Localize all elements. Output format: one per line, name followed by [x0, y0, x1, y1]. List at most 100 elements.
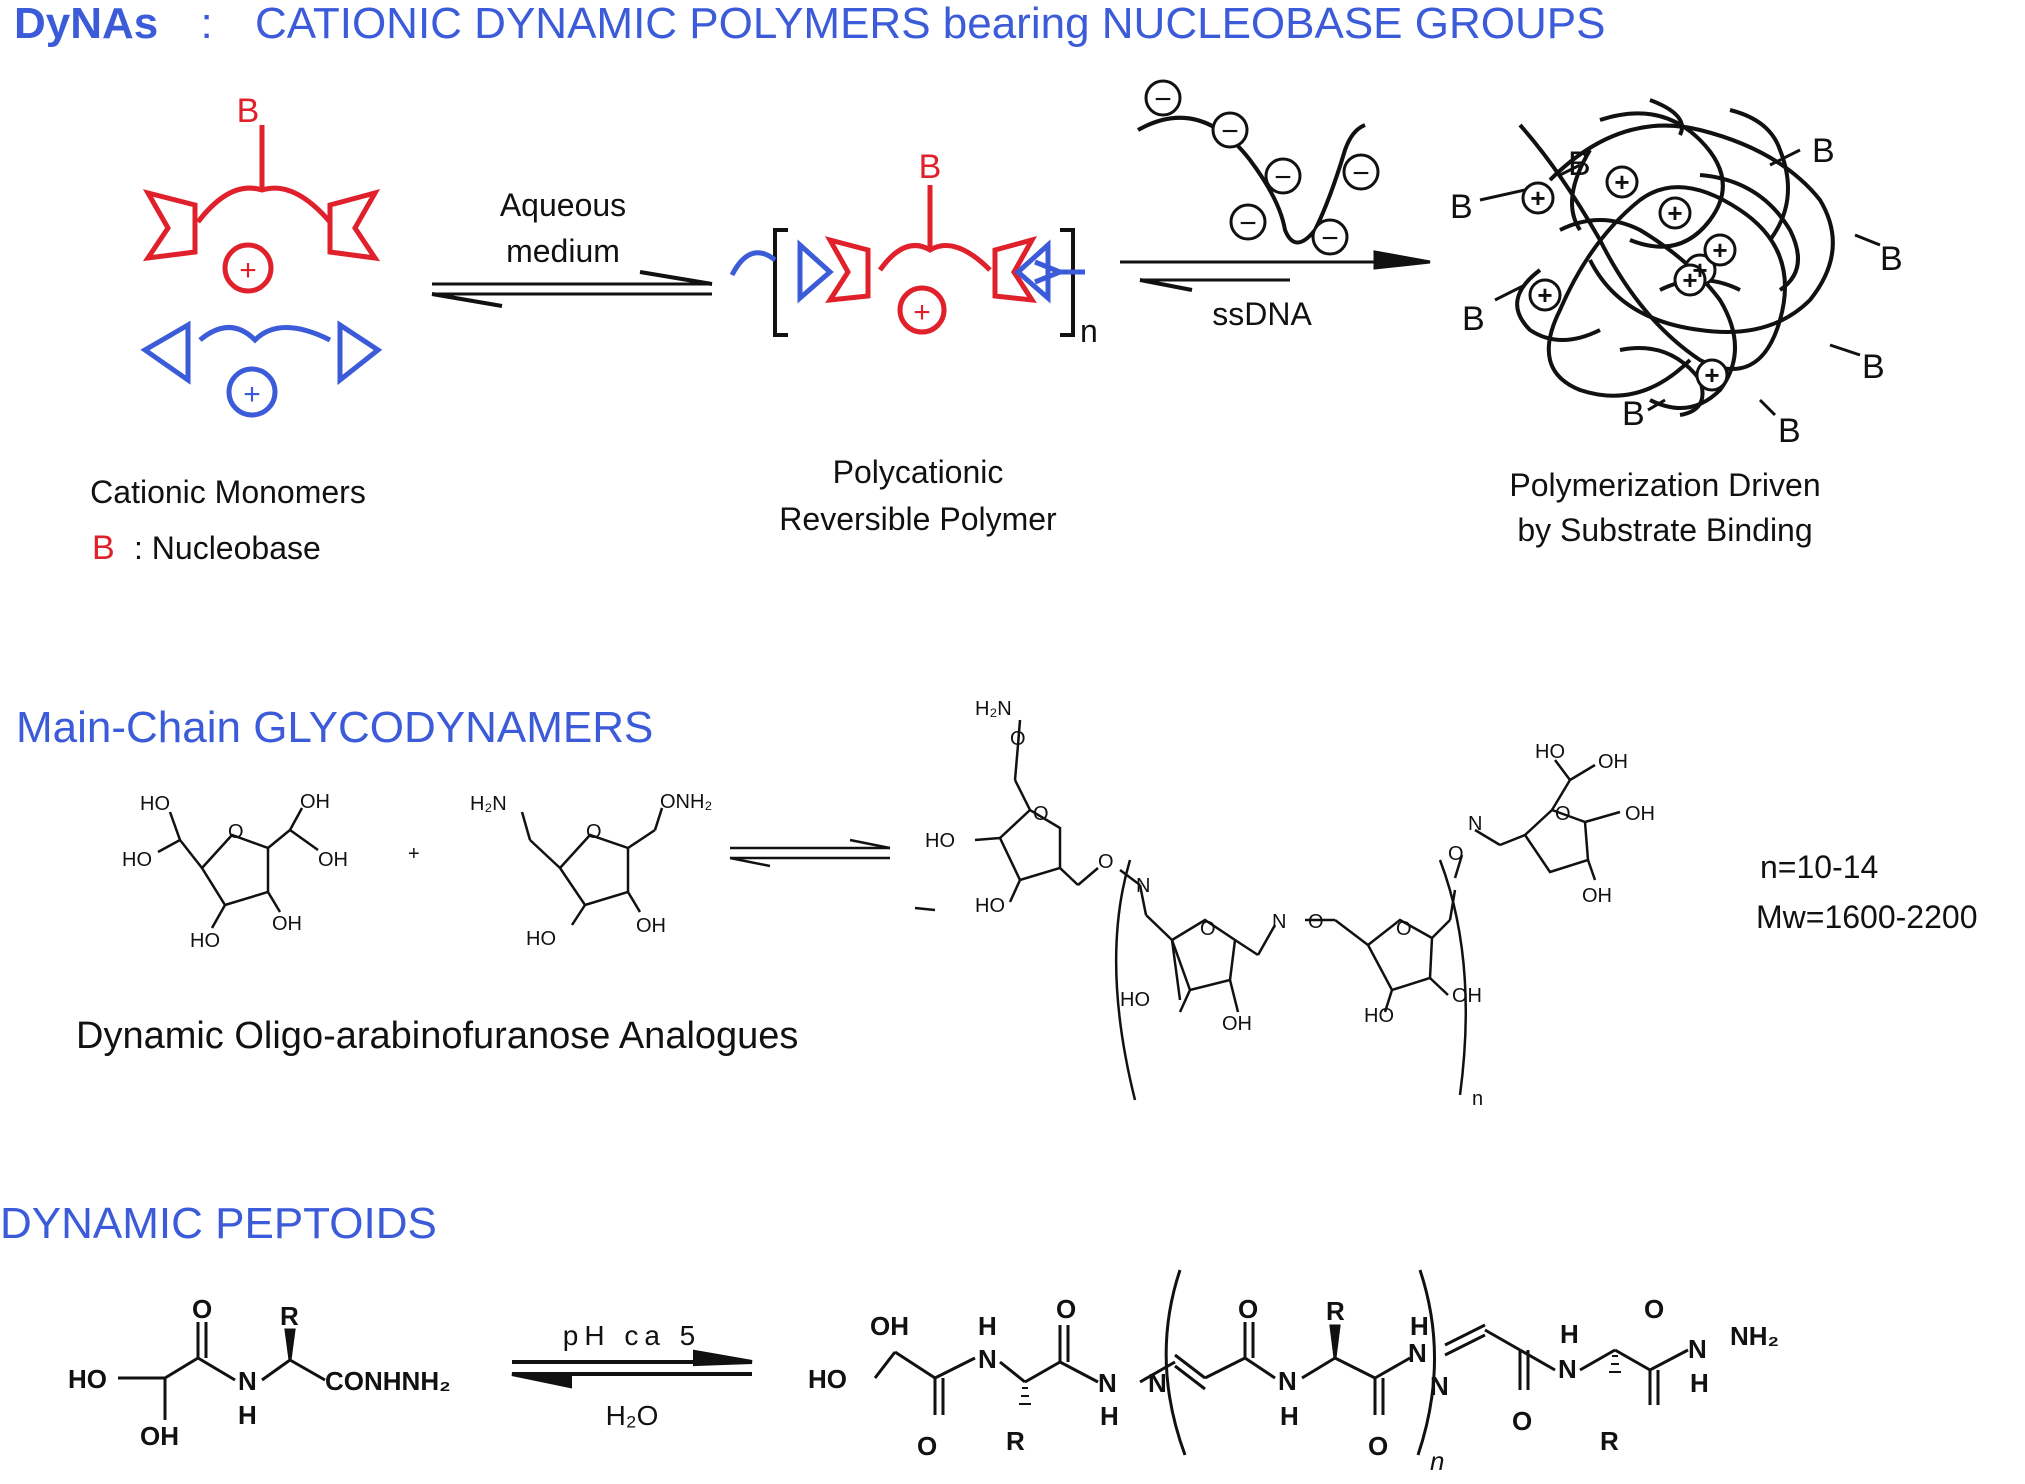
arrow2-bottom-label: ssDNA	[1212, 296, 1312, 332]
complex-charge: +	[1682, 265, 1697, 295]
oxygen: O	[1010, 728, 1026, 750]
complex-charge: +	[1712, 235, 1727, 265]
peptoid-stereo-hashes	[1019, 1355, 1621, 1405]
peptoid-arrow-top: pH ca 5	[563, 1320, 702, 1351]
hydroxyl: OH	[1625, 803, 1655, 825]
hydroxyl: HO	[1364, 1005, 1394, 1027]
hydrazide-nitrogen: N	[1688, 1334, 1707, 1364]
complex-charge: +	[1614, 167, 1629, 197]
product-labels: HO OH O N H R O N N H O N H R O N H N O …	[808, 1294, 1779, 1476]
imine-nitrogen: N	[1468, 813, 1482, 835]
glyco-equilibrium-arrow	[729, 838, 936, 912]
imine-nitrogen: N	[1272, 911, 1286, 933]
mw-range: Mw=1600-2200	[1756, 899, 1977, 935]
complex-base: B	[1462, 300, 1485, 338]
hydroxyl: HO	[140, 793, 170, 815]
sugar1-labels: O HO HO OH OH HO OH	[122, 791, 348, 952]
monomer-label: Cationic Monomers	[90, 474, 366, 510]
ssdna-charge: −	[1274, 161, 1292, 194]
cationic-monomer-red	[142, 125, 381, 294]
glyco-oligomer	[974, 719, 1621, 1101]
complex-charge: +	[1704, 360, 1719, 390]
complex-base: B	[1622, 395, 1645, 433]
amide-nitrogen: N	[978, 1344, 997, 1374]
complex-cation-circles	[1521, 165, 1737, 392]
complex-cation-charges: + + + + + + + +	[1530, 167, 1727, 390]
amide-nitrogen: N	[1278, 1366, 1297, 1396]
ssdna-charge: −	[1221, 115, 1239, 148]
repeat-subscript: n	[1472, 1088, 1483, 1110]
peptoid-equilibrium-arrow	[511, 1349, 753, 1389]
complex-base: B	[1812, 132, 1835, 170]
ssdna-charge: −	[1321, 222, 1339, 255]
oxygen: O	[1308, 911, 1324, 933]
dynas-title-colon: :	[201, 0, 213, 48]
hydroxyl: HO	[526, 928, 556, 950]
hydroxyl: HO	[1120, 989, 1150, 1011]
side-chain-r: R	[1326, 1296, 1345, 1326]
repeat-subscript: n	[1430, 1446, 1444, 1476]
peptoid-arrow-bottom: H₂O	[606, 1400, 659, 1431]
aminooxy-left: H₂N	[470, 793, 507, 815]
carbonyl-oxygen: O	[917, 1431, 937, 1461]
complex-charge: +	[1667, 198, 1682, 228]
ssdna-strand	[1137, 79, 1380, 256]
side-chain-r: R	[280, 1301, 299, 1331]
dynas-title-rest: CATIONIC DYNAMIC POLYMERS bearing NUCLEO…	[255, 0, 1605, 48]
polymer-charge: +	[913, 296, 931, 329]
peptoids-title: DYNAMIC PEPTOIDS	[0, 1199, 437, 1248]
legend-nucleobase: : Nucleobase	[134, 530, 321, 566]
arrow1-bottom-label: medium	[506, 233, 620, 269]
sugar-dialdehyde-hydrate	[157, 807, 319, 929]
peptoid-reactant	[118, 1322, 326, 1420]
n-range: n=10-14	[1760, 849, 1878, 885]
polymer-dna-complex	[1515, 98, 1835, 417]
polymer-label-1: Polycationic	[833, 454, 1004, 490]
complex-base: B	[1880, 240, 1903, 278]
section-dynas: DyNAs : CATIONIC DYNAMIC POLYMERS bearin…	[14, 0, 1903, 567]
hydroxyl: OH	[300, 791, 330, 813]
side-chain-r: R	[1006, 1426, 1025, 1456]
hydroxyl: HO	[68, 1364, 107, 1394]
ring-oxygen: O	[1033, 803, 1049, 825]
ring-oxygen: O	[1396, 918, 1412, 940]
oxygen: O	[1448, 843, 1464, 865]
amide-hydrogen: H	[238, 1400, 257, 1430]
hydrazone-nitrogen: N	[1098, 1368, 1117, 1398]
hydroxyl: OH	[1452, 985, 1482, 1007]
ssdna-charge: −	[1154, 83, 1172, 116]
hydrazide-group: CONHNH₂	[325, 1366, 451, 1396]
carbonyl-oxygen: O	[1512, 1406, 1532, 1436]
hydrazone-nitrogen: N	[1148, 1368, 1167, 1398]
aminooxy-right: ONH₂	[660, 791, 712, 813]
hydroxyl: OH	[140, 1421, 179, 1451]
arrow1-top-label: Aqueous	[500, 187, 626, 223]
hydroxyl: HO	[975, 895, 1005, 917]
complex-charge: +	[1537, 280, 1552, 310]
cationic-monomer-blue	[140, 320, 383, 418]
ring-oxygen: O	[586, 821, 602, 843]
carbonyl-oxygen: O	[1368, 1431, 1388, 1461]
polymer-label-2: Reversible Polymer	[779, 501, 1057, 537]
glyco-title: Main-Chain GLYCODYNAMERS	[16, 703, 653, 752]
reactant-labels: HO OH O N H R CONHNH₂	[68, 1294, 451, 1451]
complex-label-2: by Substrate Binding	[1517, 512, 1812, 548]
ring-oxygen: O	[1555, 803, 1571, 825]
carbonyl-oxygen: O	[1644, 1294, 1664, 1324]
section-peptoids: DYNAMIC PEPTOIDS HO OH O N H R CONHNH₂	[0, 1199, 1779, 1476]
amide-nitrogen: N	[238, 1366, 257, 1396]
complex-base: B	[1778, 412, 1801, 450]
legend-b: B	[92, 529, 115, 567]
complex-base: B	[1450, 188, 1473, 226]
hydroxyl: HO	[808, 1364, 847, 1394]
monomer-red-charge: +	[239, 254, 257, 287]
dynas-title: DyNAs : CATIONIC DYNAMIC POLYMERS bearin…	[14, 0, 1605, 48]
amide-hydrogen: H	[1280, 1401, 1299, 1431]
hydroxyl: OH	[1582, 885, 1612, 907]
hydroxyl: OH	[1222, 1013, 1252, 1035]
hydroxyl: HO	[122, 849, 152, 871]
sugar-bis-aminooxy	[520, 807, 664, 926]
polymer-base-label: B	[919, 148, 942, 186]
